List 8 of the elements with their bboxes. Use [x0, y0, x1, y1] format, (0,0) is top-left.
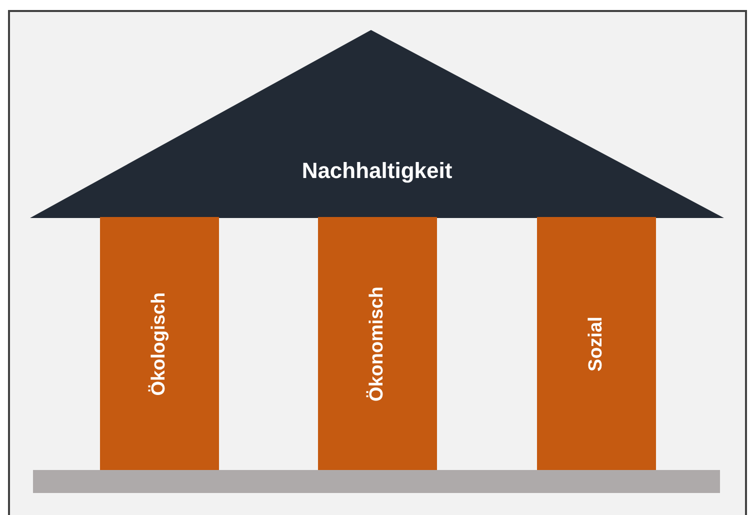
pillar-label: Ökonomisch — [366, 286, 388, 402]
roof-label: Nachhaltigkeit — [302, 158, 452, 184]
pillar-label: Sozial — [586, 316, 608, 371]
pillar-label: Ökologisch — [148, 292, 170, 396]
pillar — [100, 217, 219, 470]
pillar — [318, 217, 437, 470]
pillar — [537, 217, 656, 470]
base-bar — [33, 470, 720, 493]
